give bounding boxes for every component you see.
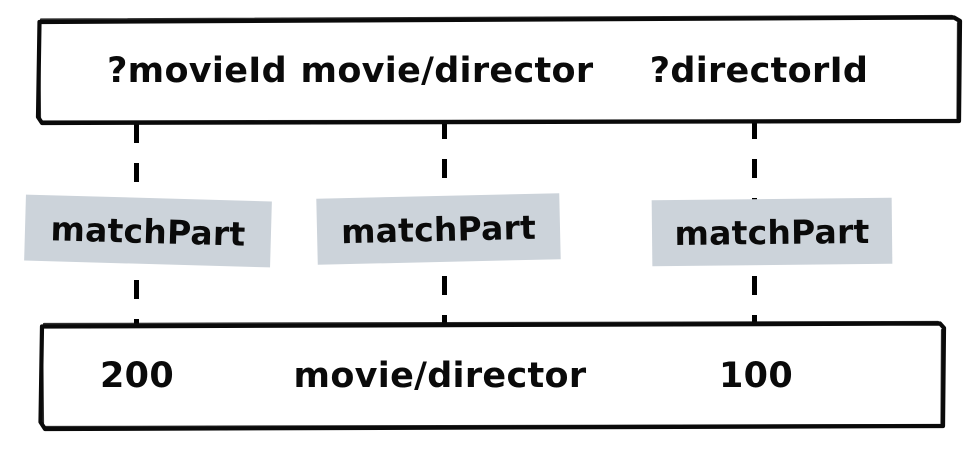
- datom-cell-entity: 200: [100, 356, 174, 396]
- query-pattern-box: ?movieId movie/director ?directorId: [34, 13, 964, 127]
- datom-box: 200 movie/director 100: [36, 319, 949, 434]
- matchpart-operator-object: matchPart: [651, 197, 893, 267]
- matchpart-label-subject: matchPart: [50, 208, 246, 254]
- datom-box-outline: [38, 320, 947, 432]
- matchpart-label-predicate: matchPart: [340, 207, 537, 251]
- pattern-cell-predicate: movie/director: [300, 51, 594, 91]
- matchpart-operator-predicate: matchPart: [316, 193, 561, 265]
- pattern-cell-subject: ?movieId: [107, 51, 287, 91]
- matchpart-operator-subject: matchPart: [24, 194, 272, 268]
- matchpart-label-object: matchPart: [674, 211, 870, 253]
- datom-cell-value: 100: [719, 356, 793, 396]
- query-pattern-box-outline: [35, 14, 963, 126]
- datom-cell-attribute: movie/director: [293, 356, 587, 396]
- pattern-cell-object: ?directorId: [649, 51, 869, 91]
